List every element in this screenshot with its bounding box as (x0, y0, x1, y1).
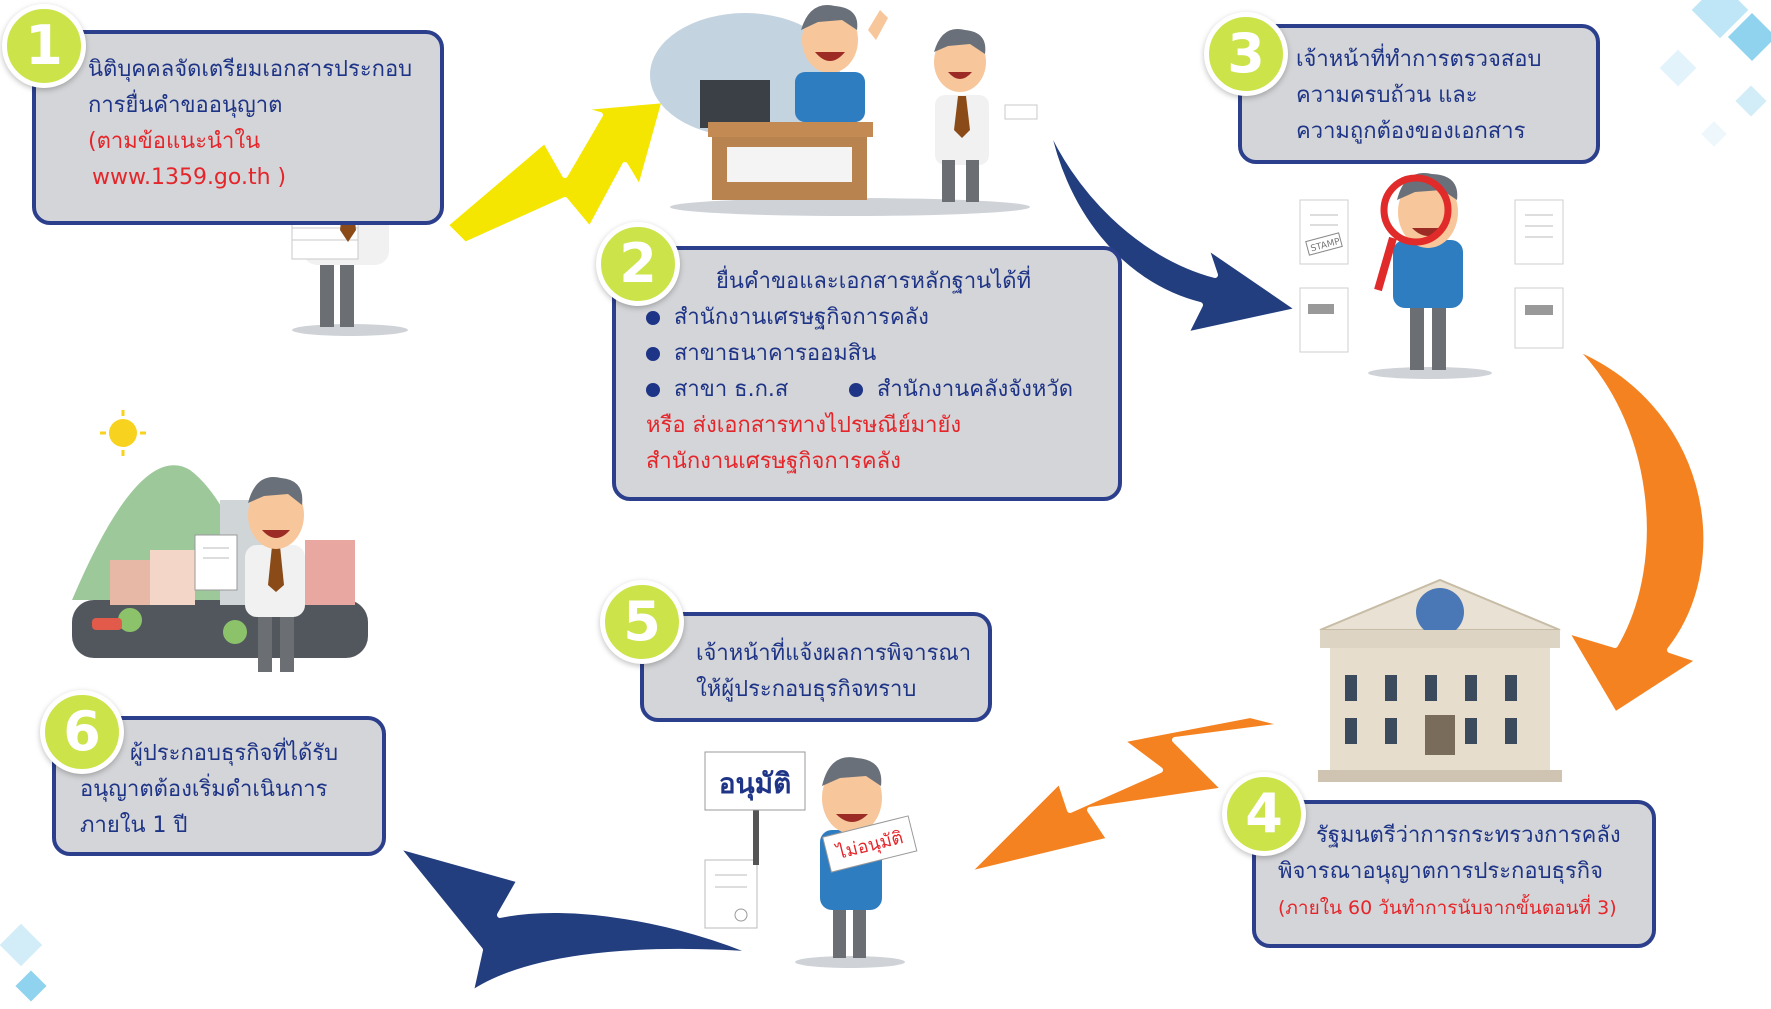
step2-number-badge: 2 (596, 222, 680, 306)
step5-line2: ให้ผู้ประกอบธุรกิจทราบ (696, 677, 917, 702)
step2-box: ยื่นคำขอและเอกสารหลักฐานได้ที่ สำนักงานเ… (612, 246, 1122, 501)
step1-number-badge: 1 (2, 4, 86, 88)
inspector-with-magnifier: STAMP (1299, 173, 1564, 379)
step2-bullet3-4: สาขา ธ.ก.ส สำนักงานคลังจังหวัด (646, 372, 1118, 408)
step3-line3: ความถูกต้องของเอกสาร (1296, 119, 1526, 144)
bullet-icon (646, 311, 660, 325)
step5-line1: เจ้าหน้าที่แจ้งผลการพิจารณา (696, 641, 972, 666)
office-scene (650, 5, 1038, 216)
step1-line1: นิติบุคคลจัดเตรียมเอกสารประกอบ (88, 57, 413, 82)
step5-number-badge: 5 (600, 580, 684, 664)
step6-line2: อนุญาตต้องเริ่มดำเนินการ (80, 777, 328, 802)
step3-line1: เจ้าหน้าที่ทำการตรวจสอบ (1296, 47, 1542, 72)
step2-bullet1-text: สำนักงานเศรษฐกิจการคลัง (674, 305, 929, 330)
step2-bullet1: สำนักงานเศรษฐกิจการคลัง (646, 300, 1118, 336)
step2-alt2: สำนักงานเศรษฐกิจการคลัง (646, 449, 901, 474)
step2-alt1: หรือ ส่งเอกสารทางไปรษณีย์มายัง (646, 413, 962, 438)
arrow-step3-to-4 (1562, 342, 1710, 718)
arrow-step5-to-6 (392, 842, 763, 998)
step5-box: เจ้าหน้าที่แจ้งผลการพิจารณา ให้ผู้ประกอบ… (640, 612, 992, 722)
town-scene (72, 410, 368, 672)
step4-note: (ภายใน 60 วันทำการนับจากขั้นตอนที่ 3) (1278, 897, 1617, 919)
arrow-step4-to-5 (962, 712, 1293, 878)
step2-bullet2-text: สาขาธนาคารออมสิน (674, 341, 877, 366)
arrow-step2-to-3 (1042, 112, 1303, 338)
step6-number-badge: 6 (40, 690, 124, 774)
step3-number-badge: 3 (1204, 12, 1288, 96)
man-with-approve-signs: อนุมัติ ไม่อนุมัติ (704, 751, 918, 968)
step3-box: เจ้าหน้าที่ทำการตรวจสอบ ความครบถ้วน และ … (1238, 24, 1600, 164)
approve-sign-text: อนุมัติ (719, 767, 792, 801)
step4-number-badge: 4 (1222, 772, 1306, 856)
step6-line1: ผู้ประกอบธุรกิจที่ได้รับ (130, 741, 339, 766)
bullet-icon (646, 383, 660, 397)
step2-bullet4-text: สำนักงานคลังจังหวัด (877, 377, 1073, 402)
step1-box: นิติบุคคลจัดเตรียมเอกสารประกอบ การยื่นคำ… (32, 30, 444, 225)
step1-line2: การยื่นคำขออนุญาต (88, 93, 283, 118)
bullet-icon (849, 383, 863, 397)
step4-line2: พิจารณาอนุญาตการประกอบธุรกิจ (1278, 859, 1604, 884)
ministry-building (1318, 578, 1562, 782)
arrow-step1-to-2 (442, 97, 668, 248)
step2-bullet2: สาขาธนาคารออมสิน (646, 336, 1118, 372)
step1-note1: (ตามข้อแนะนำใน (88, 129, 261, 154)
step2-bullet3-text: สาขา ธ.ก.ส (674, 377, 789, 402)
step4-box: รัฐมนตรีว่าการกระทรวงการคลัง พิจารณาอนุญ… (1252, 800, 1656, 948)
step6-line3: ภายใน 1 ปี (80, 813, 188, 838)
step4-line1: รัฐมนตรีว่าการกระทรวงการคลัง (1316, 823, 1621, 848)
step3-line2: ความครบถ้วน และ (1296, 83, 1478, 108)
step2-title: ยื่นคำขอและเอกสารหลักฐานได้ที่ (716, 269, 1032, 294)
step1-note2: www.1359.go.th ) (92, 165, 287, 190)
bullet-icon (646, 347, 660, 361)
